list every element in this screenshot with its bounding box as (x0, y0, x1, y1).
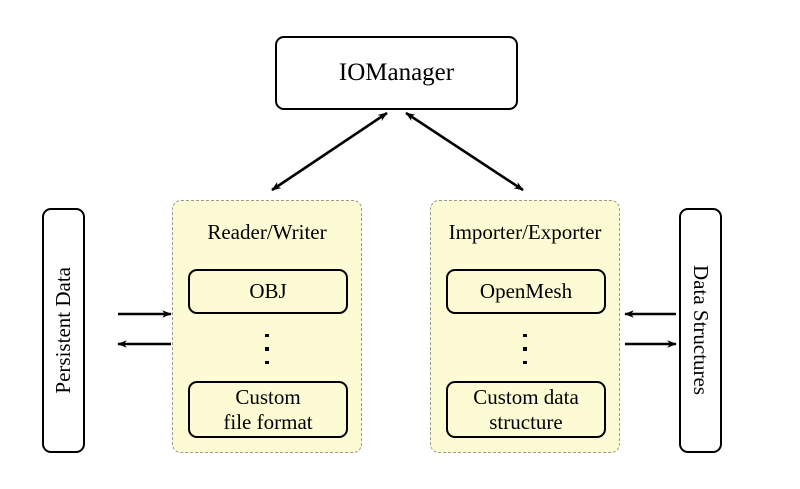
persistent-data-box[interactable]: Persistent Data (42, 208, 85, 453)
item-custom-data-structure-line2: structure (489, 409, 563, 434)
item-custom-file-format[interactable]: Custom file format (188, 381, 348, 438)
panel-reader-writer-title: Reader/Writer (207, 220, 327, 244)
data-structures-label: Data Structures (689, 265, 713, 396)
item-custom-data-structure[interactable]: Custom data structure (446, 381, 606, 438)
arrow-manager-reader-writer (271, 111, 388, 192)
data-structures-box[interactable]: Data Structures (679, 208, 722, 453)
arrow-manager-importer-exporter (405, 111, 524, 192)
item-obj-label: OBJ (249, 279, 287, 303)
item-custom-file-format-line1: Custom (235, 384, 301, 409)
item-custom-file-format-line2: file format (223, 409, 313, 434)
item-obj[interactable]: OBJ (188, 269, 348, 314)
panel-reader-writer[interactable]: Reader/Writer OBJ Custom file format (172, 200, 362, 453)
ellipsis-icon-reader-writer (265, 334, 269, 364)
item-custom-data-structure-line1: Custom data (473, 384, 579, 409)
item-openmesh-label: OpenMesh (479, 279, 573, 303)
persistent-data-label: Persistent Data (51, 267, 75, 394)
ellipsis-icon-importer-exporter (523, 334, 527, 364)
item-openmesh[interactable]: OpenMesh (446, 269, 606, 314)
panel-importer-exporter[interactable]: Importer/Exporter OpenMesh Custom data s… (430, 200, 620, 453)
panel-importer-exporter-title: Importer/Exporter (448, 220, 602, 244)
iomanager-box[interactable]: IOManager (275, 36, 518, 110)
iomanager-label: IOManager (338, 59, 455, 86)
